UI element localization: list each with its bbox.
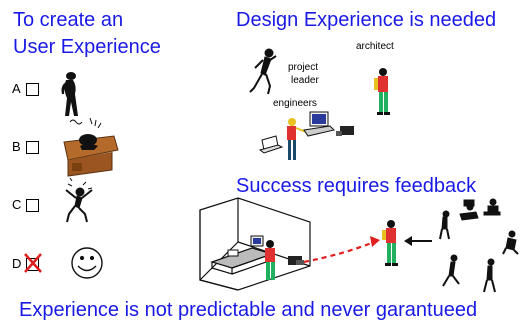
option-d-cross-icon <box>24 253 42 273</box>
users-group-icon <box>439 198 519 293</box>
option-c-checkbox[interactable] <box>26 199 39 212</box>
bored-person-icon <box>61 72 78 116</box>
option-b-letter: B <box>12 139 21 154</box>
label-architect: architect <box>356 41 394 52</box>
engineers-workstation-icon <box>258 111 354 160</box>
label-leader: leader <box>291 75 319 86</box>
option-a-letter: A <box>12 81 21 96</box>
bottom-heading: Experience is not predictable and never … <box>19 299 478 321</box>
mid-right-heading: Success requires feedback <box>236 175 477 197</box>
smiley-face-icon <box>71 247 103 279</box>
option-a-checkbox[interactable] <box>26 83 39 96</box>
option-b-checkbox[interactable] <box>26 141 39 154</box>
users-feedback-arrow-icon <box>404 236 432 246</box>
label-engineers: engineers <box>273 98 317 109</box>
architect-figure-icon <box>374 68 390 115</box>
left-heading-line-2: User Experience <box>13 36 161 58</box>
frustrated-at-desk-icon <box>63 117 119 177</box>
feedback-person-icon <box>382 220 398 266</box>
office-computer-icon <box>227 235 304 280</box>
top-right-heading: Design Experience is needed <box>236 9 497 31</box>
left-heading-line-1: To create an <box>13 9 124 31</box>
angry-jumping-person-icon <box>65 177 93 223</box>
option-c-letter: C <box>12 197 22 212</box>
feedback-arrow-icon <box>303 236 380 264</box>
project-leader-figure-icon <box>249 48 277 95</box>
option-d-letter: D <box>12 256 22 271</box>
label-project: project <box>288 62 319 73</box>
